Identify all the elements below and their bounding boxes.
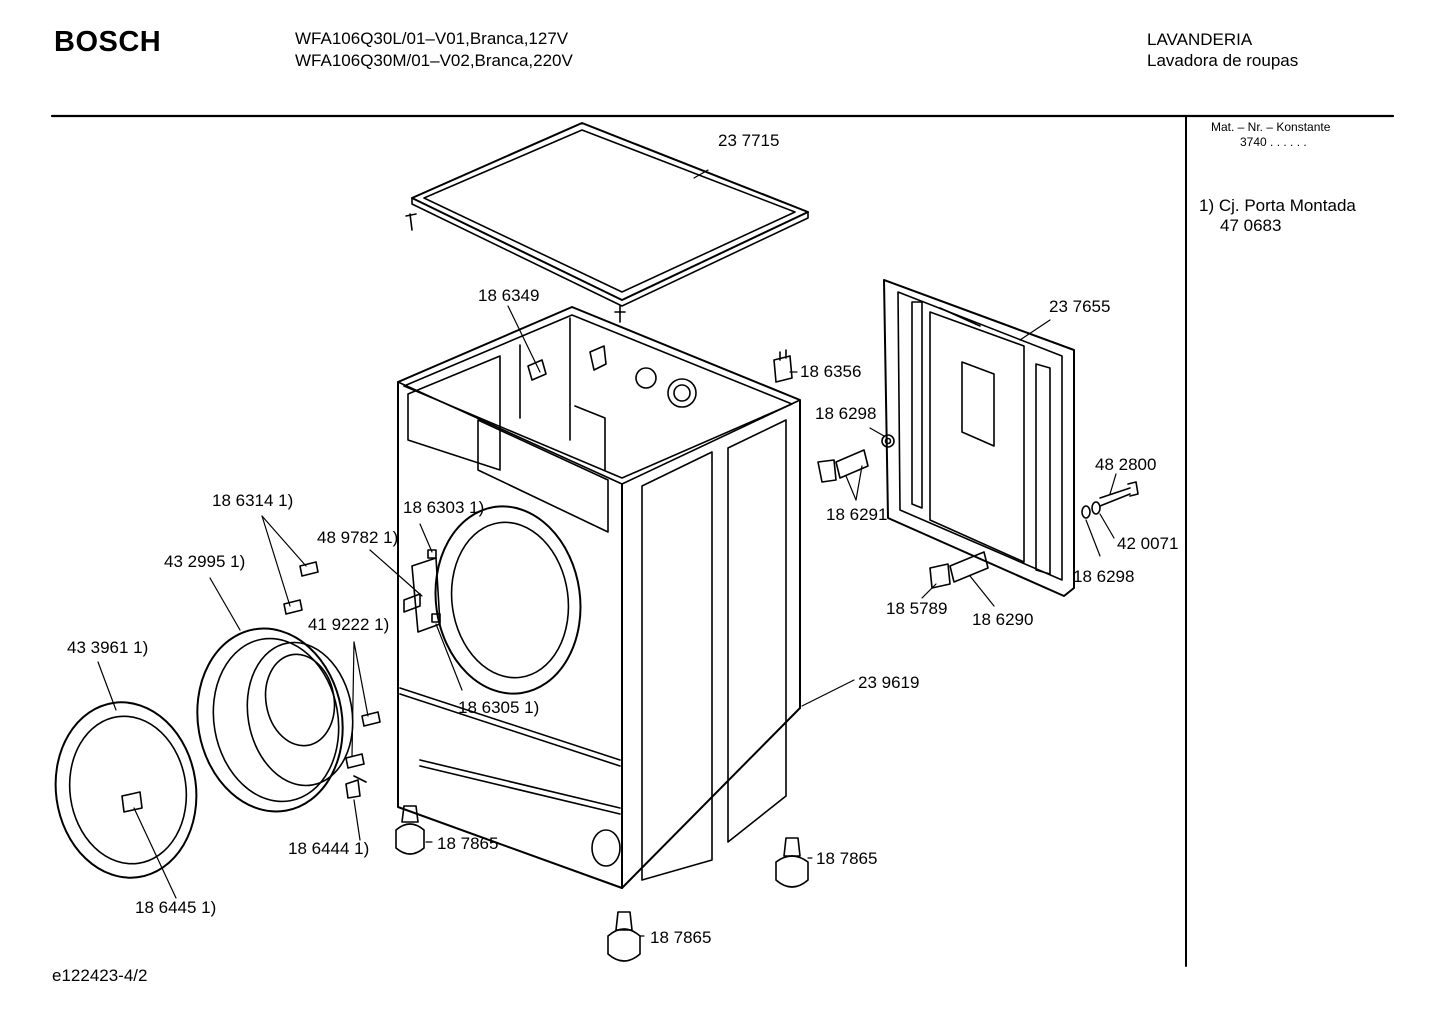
- part-label-237715: 23 7715: [718, 131, 780, 150]
- category-title: LAVANDERIA: [1147, 30, 1253, 49]
- part-label-419222: 41 9222 1): [308, 615, 390, 634]
- part-label-489782: 48 9782 1): [317, 528, 399, 547]
- part-label-186305: 18 6305 1): [458, 698, 540, 717]
- matnr-label: Mat. – Nr. – Konstante: [1211, 120, 1331, 134]
- hardware-parts: [283, 349, 1139, 799]
- document-id: e122423-4/2: [52, 966, 148, 985]
- leader-lines: [97, 169, 1117, 937]
- part-label-186290: 18 6290: [972, 610, 1034, 629]
- part-label-239619: 23 9619: [858, 673, 920, 692]
- part-label-186314: 18 6314 1): [212, 491, 294, 510]
- part-label-237655: 23 7655: [1049, 297, 1111, 316]
- part-label-186303: 18 6303 1): [403, 498, 485, 517]
- part-label-432995: 43 2995 1): [164, 552, 246, 571]
- footnote-line-1: 1) Cj. Porta Montada: [1199, 196, 1356, 215]
- brand-logo: BOSCH: [54, 26, 162, 58]
- category-subtitle: Lavadora de roupas: [1147, 51, 1299, 70]
- part-label-187865-front: 18 7865: [650, 928, 712, 947]
- part-label-482800: 48 2800: [1095, 455, 1157, 474]
- part-label-186445: 18 6445 1): [135, 898, 217, 917]
- part-label-186356: 18 6356: [800, 362, 862, 381]
- part-label-186298-upper: 18 6298: [815, 404, 877, 423]
- rear-panel-part: [883, 279, 1075, 597]
- door-ring-part: [196, 627, 354, 813]
- part-label-186291: 18 6291: [826, 505, 888, 524]
- part-label-420071: 42 0071: [1117, 534, 1179, 553]
- part-label-186349: 18 6349: [478, 286, 540, 305]
- foot-part-3: [607, 911, 641, 962]
- part-label-186444: 18 6444 1): [288, 839, 370, 858]
- part-label-433961: 43 3961 1): [67, 638, 149, 657]
- part-label-187865-right: 18 7865: [816, 849, 878, 868]
- foot-part-2: [775, 837, 809, 888]
- footnote-line-2: 47 0683: [1220, 216, 1282, 235]
- top-lid-part: [405, 122, 809, 323]
- model-line-2: WFA106Q30M/01–V02,Branca,220V: [295, 51, 573, 70]
- door-glass-part: [54, 701, 198, 879]
- model-line-1: WFA106Q30L/01–V01,Branca,127V: [295, 29, 569, 48]
- part-label-186298-lower: 18 6298: [1073, 567, 1135, 586]
- part-label-187865-left: 18 7865: [437, 834, 499, 853]
- cabinet-part: [397, 306, 801, 889]
- foot-part-1: [395, 805, 425, 855]
- matnr-value: 3740 . . . . . .: [1240, 135, 1307, 149]
- part-label-185789: 18 5789: [886, 599, 948, 618]
